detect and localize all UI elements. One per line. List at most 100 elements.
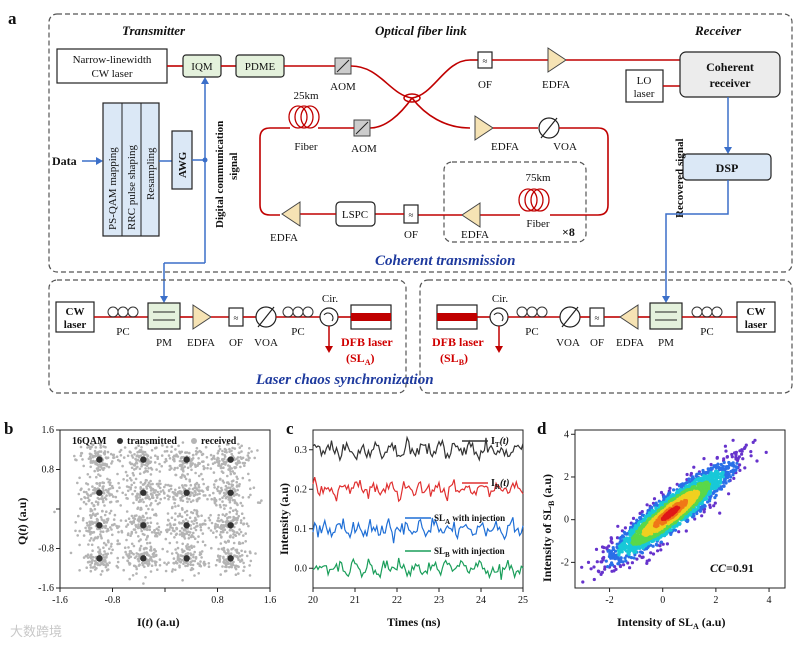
received-point: [236, 456, 240, 459]
received-point: [166, 518, 170, 522]
density-point: [659, 490, 664, 495]
received-point: [190, 468, 193, 472]
received-point: [154, 499, 158, 503]
received-point: [90, 445, 93, 449]
received-point: [103, 550, 106, 553]
received-point: [238, 446, 242, 449]
slb-label: (SLB): [440, 351, 468, 367]
of-wave-icon: ≈: [409, 210, 414, 220]
received-point: [88, 530, 92, 534]
received-point: [209, 467, 213, 470]
received-point: [187, 537, 191, 540]
received-point: [188, 497, 191, 501]
density-point: [734, 453, 738, 457]
received-point: [182, 470, 185, 473]
received-point: [84, 502, 88, 506]
received-point: [158, 470, 162, 473]
density-point: [724, 449, 728, 453]
received-point: [139, 544, 143, 548]
received-point: [99, 535, 103, 538]
density-point: [647, 544, 651, 548]
received-point: [170, 516, 174, 519]
received-point: [97, 546, 100, 549]
received-point: [176, 558, 180, 561]
density-point: [696, 506, 700, 510]
received-point: [151, 482, 154, 486]
loop-left: [259, 127, 290, 216]
received-point: [86, 496, 90, 500]
received-point: [156, 457, 159, 461]
density-point: [749, 450, 753, 454]
density-point: [617, 553, 621, 557]
of-wave-icon: ≈: [234, 313, 239, 323]
received-point: [234, 534, 238, 537]
edfa-chaos-left-label: EDFA: [187, 337, 215, 349]
density-point: [656, 549, 660, 553]
received-point: [200, 489, 204, 493]
received-point: [187, 533, 191, 537]
received-point: [176, 455, 180, 458]
received-point: [172, 455, 175, 459]
received-point: [139, 487, 142, 491]
received-point: [157, 525, 161, 529]
received-point: [178, 514, 182, 518]
received-point: [248, 550, 252, 553]
received-point: [189, 553, 193, 557]
received-point: [122, 568, 125, 572]
received-point: [216, 558, 219, 562]
laser-chaos-sync-title: Laser chaos synchronization: [255, 372, 434, 388]
received-point: [167, 561, 170, 564]
received-point: [231, 483, 235, 487]
received-point: [241, 476, 245, 480]
y-tick-label: -2: [561, 557, 569, 568]
received-point: [237, 532, 241, 536]
circulator-arrow: [493, 312, 504, 322]
received-point: [103, 451, 106, 455]
received-point: [130, 542, 134, 546]
received-point: [221, 452, 224, 456]
received-point: [147, 458, 150, 462]
received-point: [245, 522, 249, 525]
pc-left-label: PC: [116, 326, 129, 338]
received-point: [93, 562, 97, 566]
received-point: [174, 533, 178, 537]
received-point: [155, 496, 159, 499]
received-point: [207, 526, 211, 530]
received-point: [99, 444, 102, 447]
received-point: [140, 446, 143, 449]
received-point: [170, 450, 173, 454]
received-point: [119, 504, 122, 507]
received-point: [168, 464, 172, 468]
y-tick-label: 0.1: [295, 524, 308, 535]
resampling-label: Resampling: [145, 147, 157, 200]
received-point: [247, 459, 250, 462]
received-point: [86, 473, 90, 476]
received-point: [175, 494, 179, 497]
arrow-head: [495, 346, 503, 353]
transmitted-point: [183, 489, 190, 496]
received-point: [87, 488, 91, 491]
received-point: [173, 498, 177, 501]
transmitted-point: [140, 456, 147, 463]
received-point: [197, 474, 201, 478]
received-point: [96, 496, 100, 500]
density-point: [712, 490, 716, 494]
received-point: [229, 562, 232, 565]
of-bottom-label: OF: [404, 229, 418, 241]
received-point: [224, 461, 228, 464]
received-point: [145, 479, 148, 482]
density-point: [685, 472, 689, 477]
received-point: [105, 518, 109, 521]
received-point: [178, 533, 182, 536]
received-point: [136, 496, 140, 499]
received-point: [89, 465, 92, 469]
received-point: [219, 555, 222, 558]
density-point: [602, 555, 606, 560]
panel-c-letter: c: [286, 419, 294, 438]
fiber-25km-spool-icon: [288, 105, 320, 129]
received-point: [125, 538, 128, 542]
received-point: [153, 461, 157, 464]
received-point: [145, 494, 148, 497]
received-point: [133, 489, 137, 493]
received-point: [158, 558, 162, 561]
